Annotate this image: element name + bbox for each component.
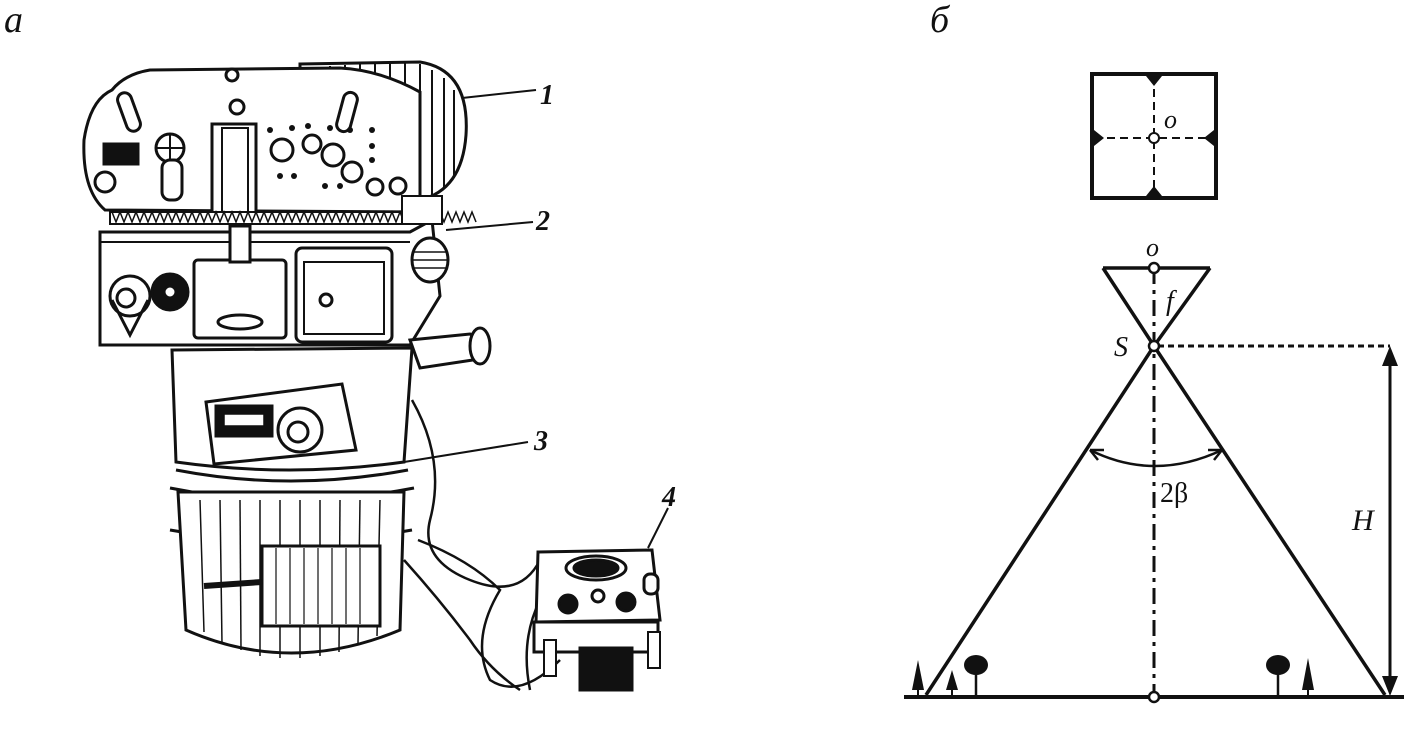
callout-4: 4 <box>661 482 676 513</box>
view-angle-arc <box>1089 448 1223 468</box>
projection-diagram <box>904 266 1404 699</box>
panel-letter-b: б <box>930 0 951 41</box>
image-point-label: o <box>1146 233 1159 262</box>
callout-3: 3 <box>533 426 548 457</box>
callout-1: 1 <box>540 80 554 111</box>
callout-leaders <box>403 89 669 549</box>
control-box <box>532 548 662 692</box>
lens-cone <box>169 346 415 658</box>
frame-center-point <box>1148 132 1160 144</box>
lens-center-point <box>1147 339 1161 353</box>
panel-letter-a: а <box>4 0 23 41</box>
frame-diagram <box>1090 72 1218 200</box>
camera-body <box>98 195 492 370</box>
view-angle-label: 2β <box>1160 478 1188 509</box>
aerial-camera-illustration <box>82 60 669 692</box>
image-point <box>1147 261 1161 275</box>
callout-2: 2 <box>535 206 550 237</box>
focal-length-label: f <box>1166 286 1177 317</box>
lens-center-label: S <box>1114 332 1128 363</box>
fiducial-marks <box>1094 76 1214 196</box>
frame-center-label: o <box>1164 105 1177 134</box>
nadir-point <box>1147 690 1161 704</box>
ground-trees <box>912 655 1314 697</box>
flight-height-label: H <box>1351 504 1376 537</box>
frame-outline <box>1090 72 1218 200</box>
